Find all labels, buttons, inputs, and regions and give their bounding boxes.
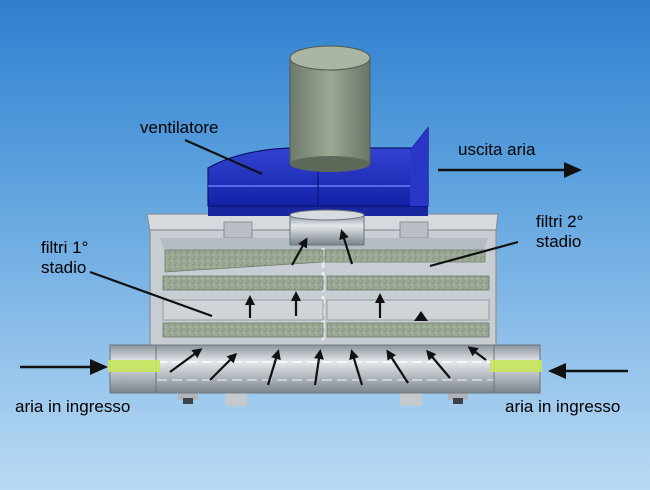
stage1-label-line2: stadio <box>41 258 87 277</box>
inlet-ring-right <box>490 360 542 372</box>
inlet-left-label: aria in ingresso <box>15 397 131 416</box>
inlet-ring-left <box>108 360 160 372</box>
leader-lines <box>89 138 519 318</box>
outlet-label: uscita aria <box>458 140 536 159</box>
fan-motor <box>289 45 371 172</box>
fan-inlet-cone <box>289 209 365 246</box>
support-feet <box>178 392 468 406</box>
stage2-label-line1: filtri 2° <box>536 212 584 231</box>
airflow-marker <box>414 311 428 321</box>
airflow-arrows <box>169 229 487 386</box>
filter-media <box>162 249 490 338</box>
stage2-label-line2: stadio <box>536 232 582 251</box>
stage1-label-line1: filtri 1° <box>41 238 89 257</box>
inlet-right-label: aria in ingresso <box>505 397 621 416</box>
fan-label: ventilatore <box>140 118 219 137</box>
